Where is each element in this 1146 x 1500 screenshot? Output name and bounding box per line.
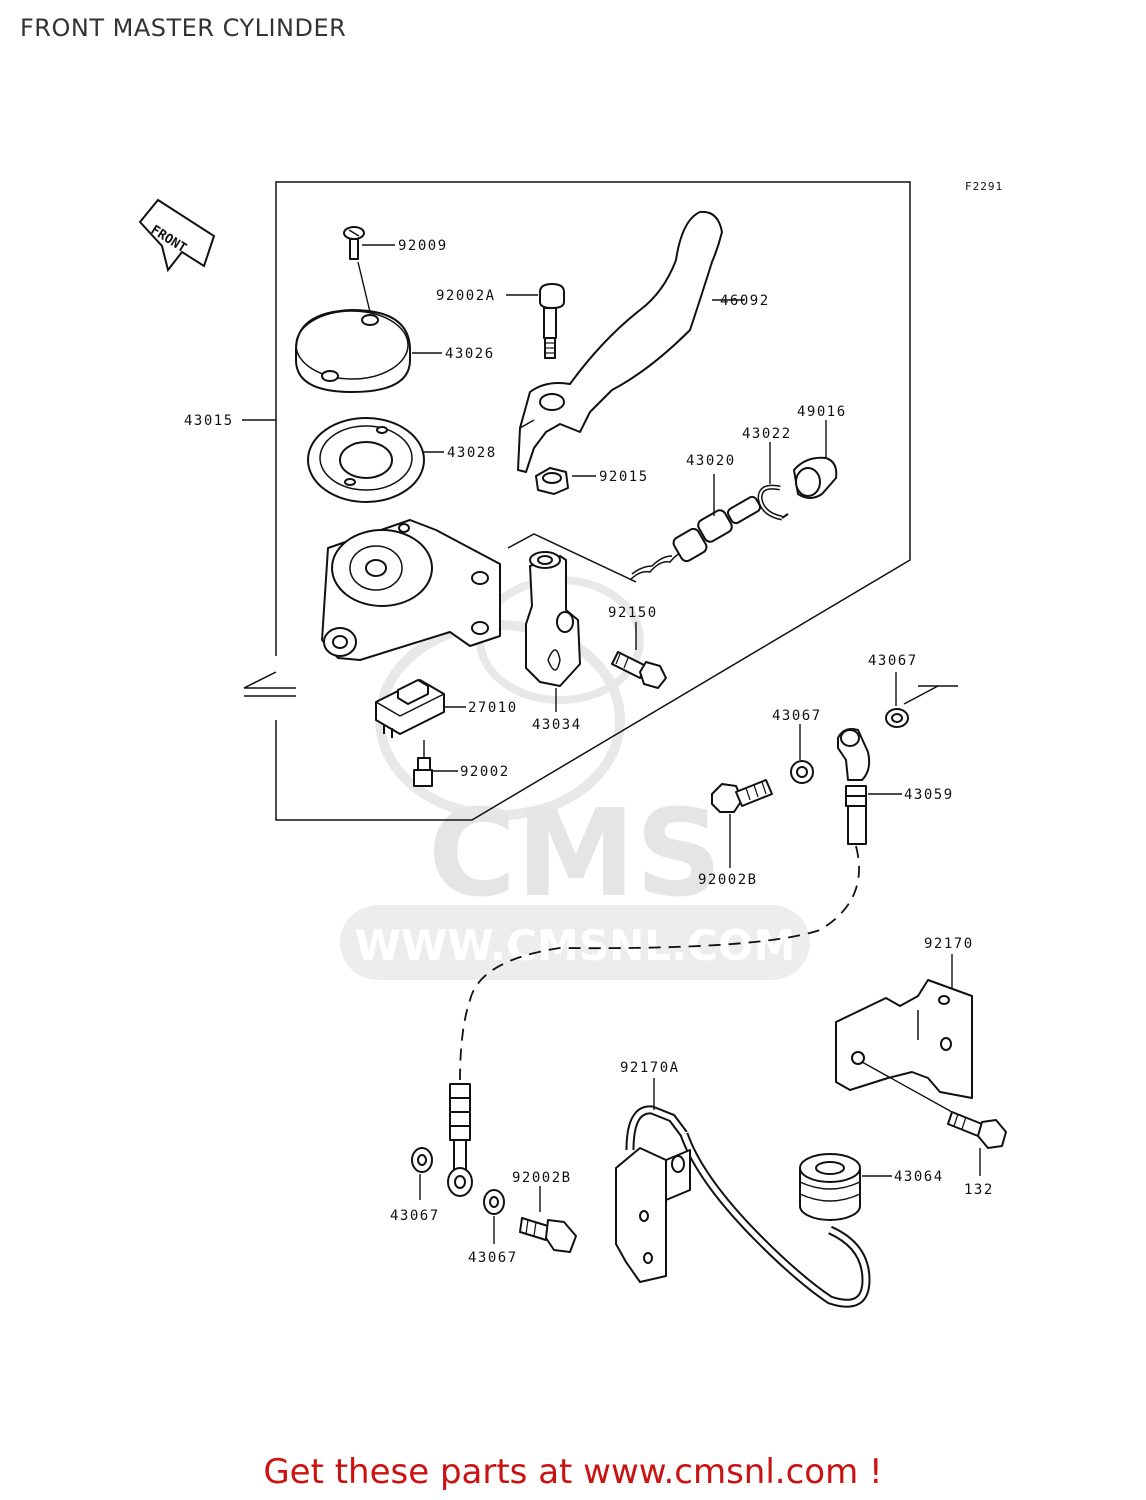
assembly-outline xyxy=(243,181,958,821)
label-92170: 92170 xyxy=(924,936,974,952)
label-43028: 43028 xyxy=(447,445,497,461)
reservoir-cap-43026 xyxy=(295,309,411,393)
label-92015: 92015 xyxy=(599,469,649,485)
bracket-92170A xyxy=(615,1105,871,1308)
brake-switch-27010 xyxy=(375,679,445,738)
watermark-brand: CMS xyxy=(428,785,722,924)
piston-assembly-43020 xyxy=(629,495,762,581)
nut-92015 xyxy=(535,467,569,495)
bracket-92170 xyxy=(835,979,973,1099)
label-27010: 27010 xyxy=(468,700,518,716)
label-43020: 43020 xyxy=(686,453,736,469)
label-43067-lower-left: 43067 xyxy=(390,1208,440,1224)
master-cylinder-body xyxy=(321,519,501,661)
label-132: 132 xyxy=(964,1182,994,1198)
label-92002B-lower: 92002B xyxy=(512,1170,572,1186)
brake-hose-43059 xyxy=(459,728,871,1081)
label-43067-upper: 43067 xyxy=(868,653,918,669)
label-43067-lower-mid: 43067 xyxy=(468,1250,518,1266)
hose-lower-end xyxy=(447,1083,473,1197)
screw-92009 xyxy=(343,226,371,313)
footer-promo[interactable]: Get these parts at www.cmsnl.com ! xyxy=(263,1452,883,1492)
label-43015: 43015 xyxy=(184,413,234,429)
screw-92002 xyxy=(413,740,433,787)
boot-49016 xyxy=(793,456,838,499)
label-43059: 43059 xyxy=(904,787,954,803)
clamp-43034 xyxy=(525,551,581,687)
washer-43067-lower-left xyxy=(411,1147,433,1173)
label-92009: 92009 xyxy=(398,238,448,254)
label-92002B-upper: 92002B xyxy=(698,872,758,888)
front-arrow-icon: FRONT xyxy=(138,198,216,273)
washer-43067-upper xyxy=(885,708,909,728)
page-title: FRONT MASTER CYLINDER xyxy=(20,14,347,42)
washer-43067-lower-mid xyxy=(483,1189,505,1215)
bolt-132 xyxy=(861,1061,1007,1149)
watermark-url: WWW.CMSNL.COM xyxy=(355,921,796,970)
label-92170A: 92170A xyxy=(620,1060,680,1076)
grommet-43064 xyxy=(799,1153,861,1221)
brake-lever-46092 xyxy=(517,210,723,473)
diaphragm-43028 xyxy=(307,417,425,503)
label-43034: 43034 xyxy=(532,717,582,733)
label-92150: 92150 xyxy=(608,605,658,621)
banjo-bolt-92002B-lower xyxy=(519,1217,577,1253)
figure-id: F2291 xyxy=(965,180,1003,193)
label-43022: 43022 xyxy=(742,426,792,442)
washer-43067-middle xyxy=(790,760,814,784)
circlip-43022 xyxy=(757,484,789,521)
banjo-bolt-92002B-upper xyxy=(711,779,773,813)
label-46092: 46092 xyxy=(720,293,770,309)
label-92002A: 92002A xyxy=(436,288,496,304)
label-43064: 43064 xyxy=(894,1169,944,1185)
bolt-92150 xyxy=(611,651,667,689)
label-49016: 49016 xyxy=(797,404,847,420)
label-43067-middle: 43067 xyxy=(772,708,822,724)
pivot-bolt-92002A xyxy=(539,283,565,359)
label-43026: 43026 xyxy=(445,346,495,362)
label-92002: 92002 xyxy=(460,764,510,780)
